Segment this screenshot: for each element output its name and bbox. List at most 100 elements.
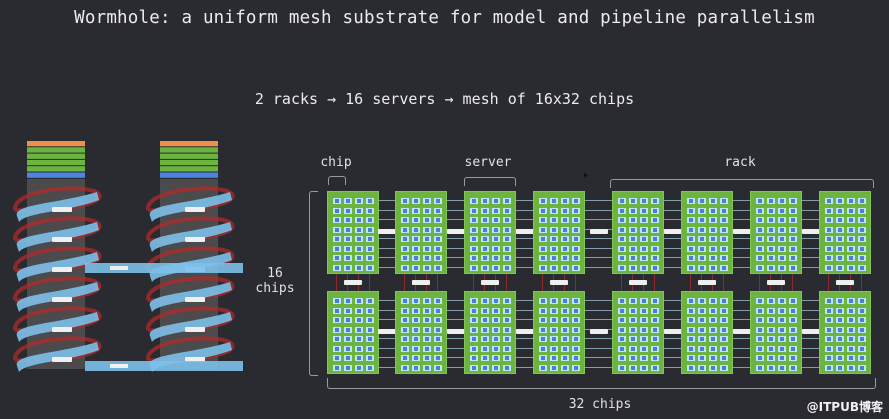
tensix-core [789, 226, 797, 233]
tensix-core [825, 307, 833, 314]
tensix-core [778, 317, 786, 323]
tensix-core [423, 355, 431, 361]
horizontal-link [802, 247, 819, 249]
tensix-core [550, 298, 558, 304]
tensix-core [434, 355, 442, 361]
horizontal-link [664, 209, 681, 211]
tensix-core [847, 264, 855, 271]
horizontal-link [802, 366, 819, 368]
tensix-core [825, 245, 833, 252]
horizontal-link [733, 300, 750, 301]
tensix-core [767, 326, 775, 333]
link-tag [378, 229, 396, 234]
tensix-core [640, 364, 648, 371]
tensix-core [366, 264, 374, 271]
tensix-core [423, 317, 431, 323]
tensix-core [640, 245, 648, 252]
tensix-core [629, 355, 637, 361]
tensix-core [539, 207, 547, 214]
tensix-core [481, 336, 489, 342]
tensix-core [423, 364, 431, 371]
tensix-core [470, 317, 478, 323]
tensix-core [412, 336, 420, 342]
horizontal-link [447, 300, 464, 301]
tensix-core [539, 255, 547, 261]
tensix-core [698, 298, 706, 304]
tensix-core [836, 236, 844, 242]
tensix-core [687, 298, 695, 304]
horizontal-link [379, 319, 395, 320]
tensix-core [651, 336, 659, 342]
tensix-core [539, 336, 547, 342]
horizontal-link [379, 366, 395, 368]
server-tag [52, 327, 72, 332]
tensix-core [698, 226, 706, 233]
chip [819, 191, 871, 274]
tensix-core [687, 364, 695, 371]
tensix-core [401, 298, 409, 304]
tensix-core [481, 236, 489, 242]
tensix-core [333, 355, 341, 361]
tensix-core [618, 317, 626, 323]
vertical-link [828, 274, 829, 291]
tensix-core [709, 355, 717, 361]
tensix-core [836, 217, 844, 223]
tensix-core [825, 217, 833, 223]
tensix-core [572, 226, 580, 233]
tensix-core [492, 364, 500, 371]
tensix-core [709, 264, 717, 271]
tensix-core [423, 255, 431, 261]
cols-label: 32 chips [568, 397, 632, 412]
tensix-core [789, 198, 797, 204]
tensix-core [539, 317, 547, 323]
tensix-core [858, 355, 866, 361]
tensix-core [333, 226, 341, 233]
tensix-core [618, 355, 626, 361]
tensix-core [434, 198, 442, 204]
vertical-link [336, 274, 337, 291]
tensix-core [847, 355, 855, 361]
link-tag [446, 329, 465, 334]
tensix-core [561, 245, 569, 252]
tensix-core [572, 345, 580, 352]
tensix-core [687, 345, 695, 352]
tensix-core [366, 198, 374, 204]
tensix-core [561, 336, 569, 342]
chip [612, 291, 664, 374]
link-tag [767, 280, 785, 285]
horizontal-link [447, 319, 464, 320]
tensix-core [492, 355, 500, 361]
tensix-core [366, 226, 374, 233]
tensix-core [366, 245, 374, 252]
tensix-core [720, 345, 728, 352]
tensix-core [503, 207, 511, 214]
server-brace [464, 177, 516, 186]
tensix-core [481, 307, 489, 314]
tensix-core [629, 245, 637, 252]
watermark: @ITPUB博客 [806, 400, 883, 414]
horizontal-link [664, 366, 681, 368]
tensix-core [481, 226, 489, 233]
chip [533, 191, 585, 274]
horizontal-link [664, 257, 681, 258]
tensix-core [687, 326, 695, 333]
tensix-core [550, 336, 558, 342]
tensix-core [756, 217, 764, 223]
tensix-core [412, 255, 420, 261]
horizontal-link [379, 238, 395, 239]
chip [464, 191, 516, 274]
tensix-core [629, 364, 637, 371]
tensix-core [401, 264, 409, 271]
tensix-core [572, 298, 580, 304]
tensix-core [698, 217, 706, 223]
tensix-core [366, 217, 374, 223]
tensix-core [687, 245, 695, 252]
horizontal-link [585, 347, 612, 349]
rows-label: 16 chips [254, 266, 296, 296]
horizontal-link [585, 300, 612, 301]
tensix-core [503, 336, 511, 342]
tensix-core [539, 364, 547, 371]
tensix-core [687, 207, 695, 214]
tensix-core [789, 364, 797, 371]
tensix-core [470, 245, 478, 252]
